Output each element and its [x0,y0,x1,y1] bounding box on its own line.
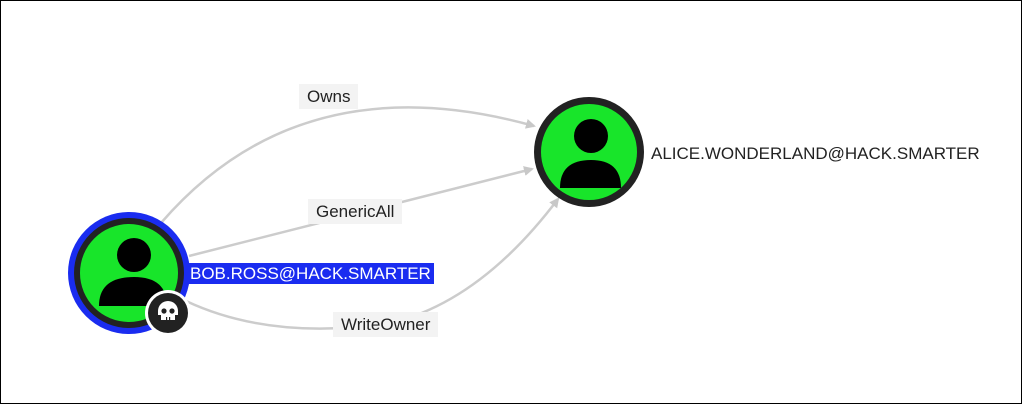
edge-label-writeowner[interactable]: WriteOwner [333,312,439,337]
node-bob[interactable] [68,212,191,336]
skull-icon [145,290,191,336]
edge-label-owns[interactable]: Owns [299,84,359,109]
node-alice[interactable] [534,97,644,207]
edge-owns[interactable] [160,106,536,224]
node-label-alice[interactable]: ALICE.WONDERLAND@HACK.SMARTER [651,144,980,163]
user-icon [560,119,621,188]
node-label-bob[interactable]: BOB.ROSS@HACK.SMARTER [187,263,434,284]
edge-label-genericall[interactable]: GenericAll [308,199,403,224]
